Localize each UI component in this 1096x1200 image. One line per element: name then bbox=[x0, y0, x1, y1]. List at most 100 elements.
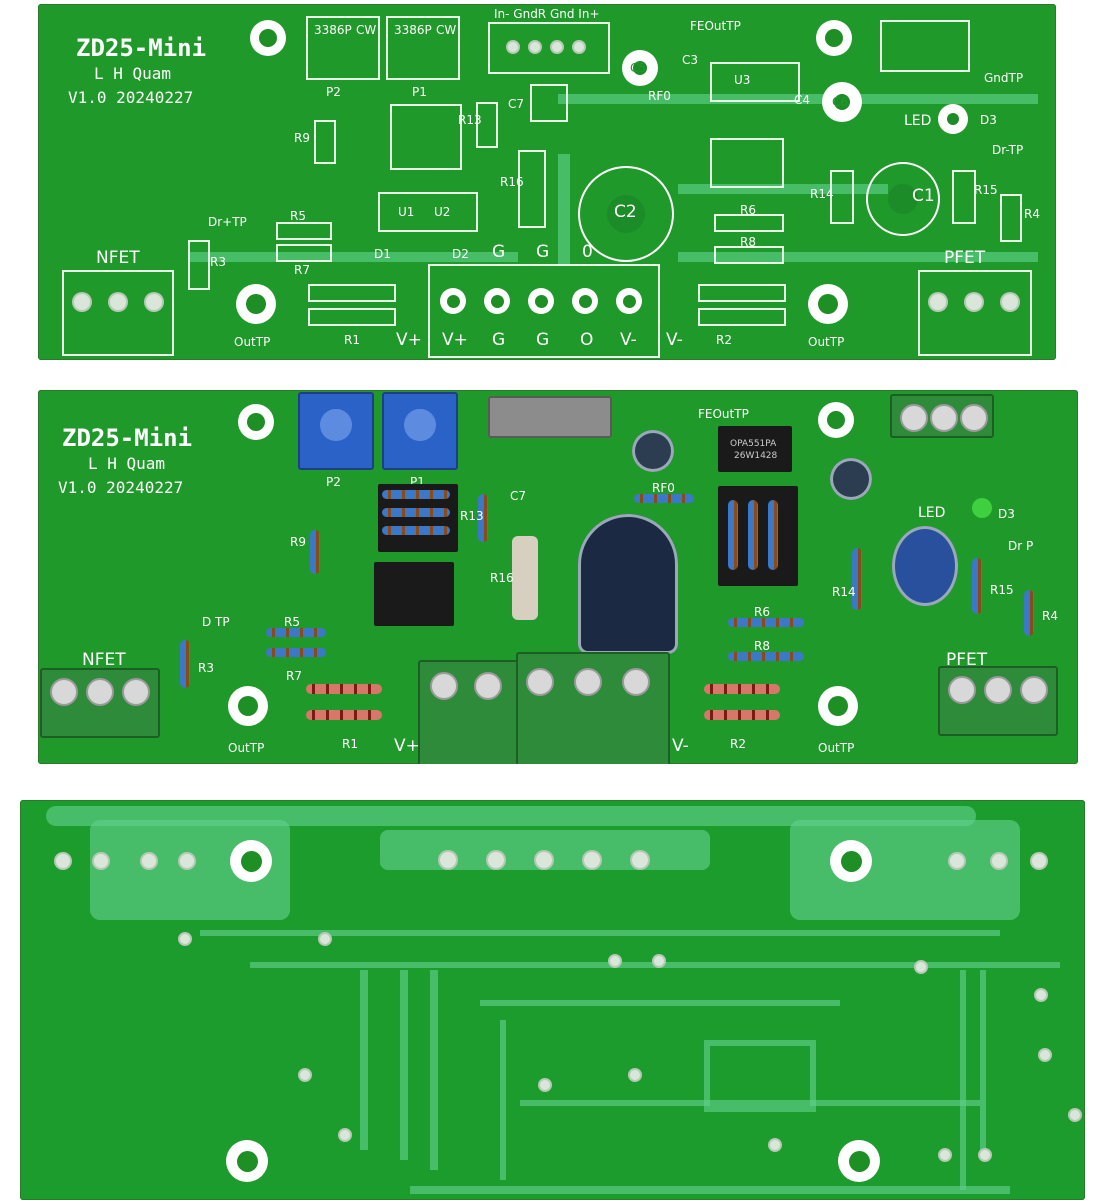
r16-outline bbox=[518, 150, 546, 228]
pcb-bottom-copper bbox=[20, 800, 1085, 1200]
pad bbox=[930, 294, 946, 310]
r4-label: R4 bbox=[1042, 609, 1058, 623]
d3-label: D3 bbox=[998, 507, 1015, 521]
screw bbox=[526, 668, 554, 696]
mounting-hole bbox=[230, 840, 272, 882]
power-terminal-block-a bbox=[418, 660, 522, 764]
trace bbox=[678, 252, 1038, 262]
resistor-r1 bbox=[306, 684, 382, 694]
led-d3-outline bbox=[938, 104, 968, 134]
resistor-r13 bbox=[478, 494, 488, 542]
r8-label: R8 bbox=[754, 639, 770, 653]
screw bbox=[50, 678, 78, 706]
terminal-o-label: O bbox=[580, 330, 594, 350]
r15-label: R15 bbox=[974, 183, 998, 197]
pad bbox=[300, 1070, 310, 1080]
pad bbox=[966, 294, 982, 310]
r2-outline bbox=[698, 284, 786, 302]
input-header-outline bbox=[488, 22, 610, 74]
version-label: V1.0 20240227 bbox=[68, 88, 194, 107]
screw bbox=[900, 404, 928, 432]
resistor bbox=[768, 500, 778, 570]
pad bbox=[950, 854, 964, 868]
trimpot-p2[interactable] bbox=[298, 392, 374, 470]
pad bbox=[340, 1130, 350, 1140]
led-label: LED bbox=[918, 505, 946, 521]
dr-p-label: Dr P bbox=[1008, 539, 1034, 553]
d2-label: D2 bbox=[452, 247, 469, 261]
resistor-r2b bbox=[704, 710, 780, 720]
mounting-hole bbox=[818, 402, 854, 438]
screw bbox=[984, 676, 1012, 704]
r2-label: R2 bbox=[716, 333, 732, 347]
r5-outline bbox=[276, 222, 332, 240]
r7-label: R7 bbox=[286, 669, 302, 683]
trace bbox=[430, 970, 438, 1170]
resistor-r14 bbox=[852, 548, 862, 610]
outtp-right-label: OutTP bbox=[818, 741, 855, 755]
u2-label: U2 bbox=[434, 205, 451, 219]
outtp-left-label: OutTP bbox=[228, 741, 265, 755]
mounting-hole bbox=[830, 840, 872, 882]
r13-label: R13 bbox=[458, 113, 482, 127]
trimpot-p1[interactable] bbox=[382, 392, 458, 470]
r9-label: R9 bbox=[290, 535, 306, 549]
author-label: L H Quam bbox=[94, 64, 172, 83]
resistor-r1b bbox=[306, 710, 382, 720]
r3-label: R3 bbox=[198, 661, 214, 675]
pot-label: 3386P bbox=[314, 23, 352, 37]
pad bbox=[180, 854, 194, 868]
pad bbox=[110, 294, 126, 310]
dr-pos-tp-label: Dr+TP bbox=[208, 215, 247, 229]
c7-label: C7 bbox=[510, 489, 527, 503]
gnd-tp-label: GndTP bbox=[984, 71, 1024, 85]
r13-label: R13 bbox=[460, 509, 484, 523]
r9-outline bbox=[314, 120, 336, 164]
trace bbox=[188, 252, 518, 262]
r6-label: R6 bbox=[740, 203, 756, 217]
pad bbox=[540, 1080, 550, 1090]
pot-p1-outline bbox=[386, 16, 460, 80]
nfet-outline bbox=[62, 270, 174, 356]
r15-outline bbox=[952, 170, 976, 224]
screw bbox=[574, 668, 602, 696]
r7-outline bbox=[276, 244, 332, 262]
r14-outline bbox=[830, 170, 854, 224]
mounting-hole bbox=[250, 20, 286, 56]
pfet-outline bbox=[918, 270, 1032, 356]
d1-label: D1 bbox=[374, 247, 391, 261]
nfet-label: NFET bbox=[82, 650, 126, 670]
r1b-outline bbox=[308, 308, 396, 326]
d-tp-label: D TP bbox=[202, 615, 230, 629]
resistor-r7 bbox=[266, 648, 326, 657]
screw bbox=[430, 672, 458, 700]
trace-loop bbox=[704, 1040, 816, 1112]
r6-label: R6 bbox=[754, 605, 770, 619]
vminus-right-label: V- bbox=[666, 330, 683, 350]
resistor-r8 bbox=[728, 652, 804, 661]
pad bbox=[530, 42, 540, 52]
mounting-hole bbox=[236, 284, 276, 324]
ground-pour bbox=[790, 820, 1020, 920]
c7-outline bbox=[530, 84, 568, 122]
zero-symbol: 0 bbox=[582, 242, 593, 262]
fe-tp-label: FEOutTP bbox=[690, 19, 741, 33]
trace bbox=[200, 930, 1000, 936]
terminal-vminus-label: V- bbox=[620, 330, 637, 350]
c1-label: C1 bbox=[912, 186, 935, 206]
pad bbox=[56, 854, 70, 868]
ic-u1-u2-outline bbox=[378, 192, 478, 232]
input-terminal-block bbox=[488, 396, 612, 438]
screw bbox=[622, 668, 650, 696]
ic-u3-code: 26W1428 bbox=[734, 451, 778, 461]
d3-label: D3 bbox=[980, 113, 997, 127]
cap-c2 bbox=[578, 514, 678, 654]
pcb-top-bare: ZD25-Mini L H Quam V1.0 20240227 3386P C… bbox=[38, 4, 1056, 360]
r1-outline bbox=[308, 284, 396, 302]
pad bbox=[940, 1150, 950, 1160]
pad bbox=[1036, 990, 1046, 1000]
r2b-outline bbox=[698, 308, 786, 326]
screw bbox=[930, 404, 958, 432]
trace bbox=[480, 1000, 840, 1006]
u1-label: U1 bbox=[398, 205, 415, 219]
